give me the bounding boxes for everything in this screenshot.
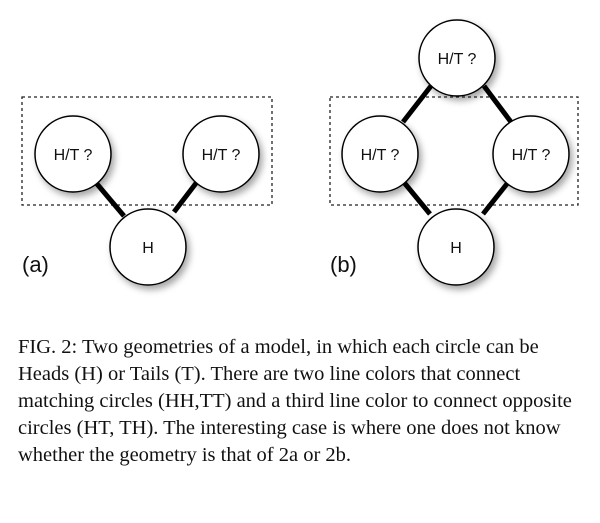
node-a-left-label: H/T ?: [54, 147, 93, 164]
panel-a-label: (a): [22, 252, 49, 277]
panel-b-label: (b): [330, 252, 357, 277]
node-b-left-label: H/T ?: [361, 147, 400, 164]
node-b-left: H/T ?: [341, 115, 419, 193]
dashed-box-b: [329, 96, 579, 206]
panel-a: H/T ? H/T ? H (a): [21, 96, 273, 286]
edge-a-right-bottom: [172, 176, 202, 214]
node-a-left: H/T ?: [34, 115, 112, 193]
node-a-right-label: H/T ?: [202, 147, 241, 164]
node-b-bottom-label: H: [450, 240, 462, 257]
figure-diagram: H/T ? H/T ? H (a) H/T ? H/T ? H/T ?: [21, 19, 579, 286]
panel-b: H/T ? H/T ? H/T ? H (b): [329, 19, 579, 286]
node-b-right-label: H/T ?: [512, 147, 551, 164]
node-b-top: H/T ?: [418, 19, 496, 97]
edge-b-right-bottom: [481, 178, 512, 216]
node-b-bottom: H: [417, 208, 495, 286]
node-b-right: H/T ?: [492, 115, 570, 193]
node-a-bottom: H: [109, 208, 187, 286]
node-b-top-label: H/T ?: [438, 51, 477, 68]
edge-b-top-left: [401, 84, 433, 124]
node-a-bottom-label: H: [142, 240, 154, 257]
node-a-right: H/T ?: [182, 115, 260, 193]
edge-b-top-right: [482, 84, 513, 124]
edge-a-left-bottom: [90, 176, 126, 218]
dashed-box-a: [21, 96, 273, 206]
figure-caption: FIG. 2: Two geometries of a model, in wh…: [18, 336, 572, 466]
edge-b-left-bottom: [400, 178, 432, 216]
